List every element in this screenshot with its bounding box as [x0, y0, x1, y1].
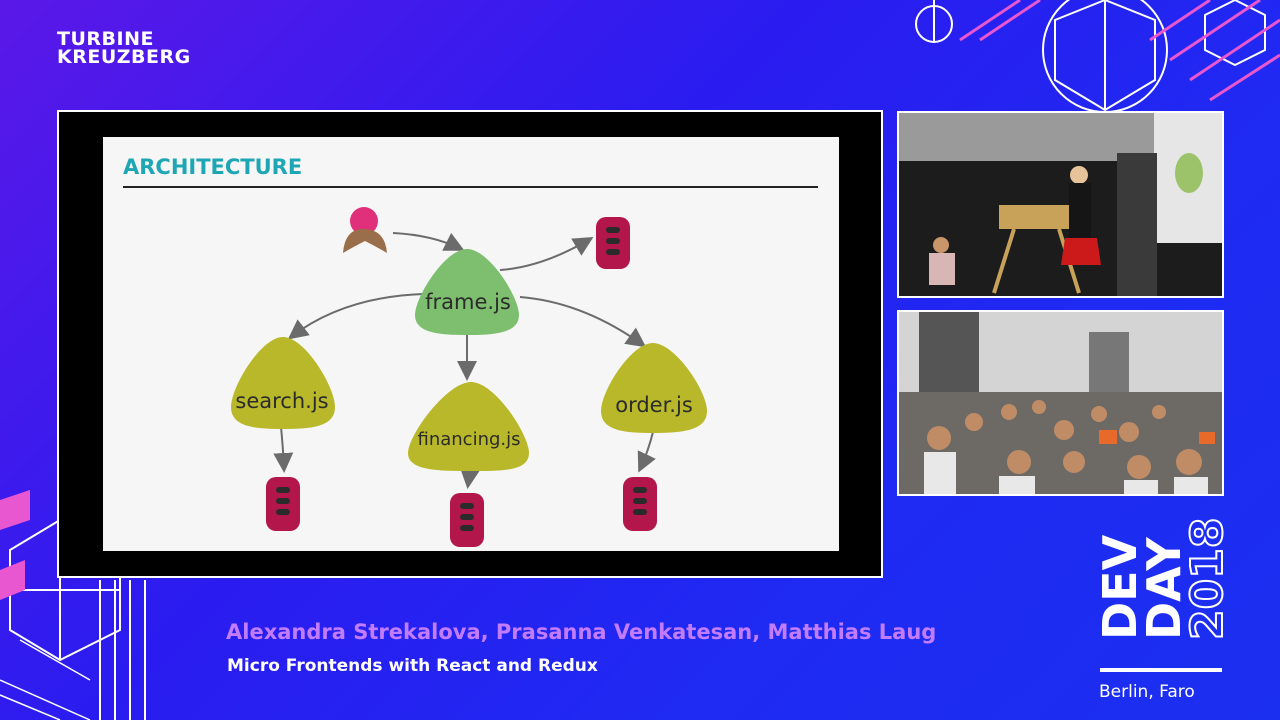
arrow-user-to-frame: [392, 232, 465, 251]
arrow-financing-to-db: [460, 467, 480, 489]
event-location: Berlin, Faro: [1099, 682, 1195, 702]
architecture-diagram: frame.js search.js financing.js order.js: [231, 207, 707, 547]
financing-node: [408, 382, 529, 471]
search-node: [231, 337, 335, 429]
devday-line-2: DAY: [1137, 537, 1191, 640]
slide-video-frame: ARCHITECTURE: [57, 110, 883, 578]
talk-title: Micro Frontends with React and Redux: [227, 656, 598, 676]
order-label: order.js: [615, 393, 693, 417]
devday-year: 2018: [1182, 518, 1226, 640]
search-label: search.js: [235, 389, 328, 413]
arrow-frame-to-search: [287, 293, 424, 340]
arrow-search-to-db: [273, 426, 294, 473]
top-right-decoration: [915, 0, 1280, 113]
presentation-slide: ARCHITECTURE: [103, 137, 839, 551]
arrow-frame-to-db: [499, 236, 594, 271]
financing-label: financing.js: [417, 429, 520, 450]
audience-camera-feed: [897, 310, 1224, 496]
slide-title: ARCHITECTURE: [123, 155, 303, 179]
order-node: [601, 343, 707, 433]
slide-title-rule: [123, 186, 818, 188]
logo-line-1: TURBINE: [57, 28, 154, 50]
turbine-kreuzberg-logo: TURBINE KREUZBERG: [57, 28, 191, 68]
arrow-frame-to-order: [519, 296, 647, 348]
speaker-camera-feed: [897, 111, 1224, 298]
logo-line-2: KREUZBERG: [57, 46, 191, 68]
frame-node: [415, 249, 519, 335]
frame-label: frame.js: [425, 290, 511, 314]
devday-line-1: DEV: [1096, 534, 1147, 640]
speaker-names: Alexandra Strekalova, Prasanna Venkatesa…: [226, 620, 937, 644]
arrow-order-to-db: [637, 431, 656, 473]
devday-divider: [1100, 668, 1222, 672]
dev-day-2018-logo: DEV DAY 2018: [1096, 517, 1226, 641]
user-icon: [343, 207, 387, 253]
